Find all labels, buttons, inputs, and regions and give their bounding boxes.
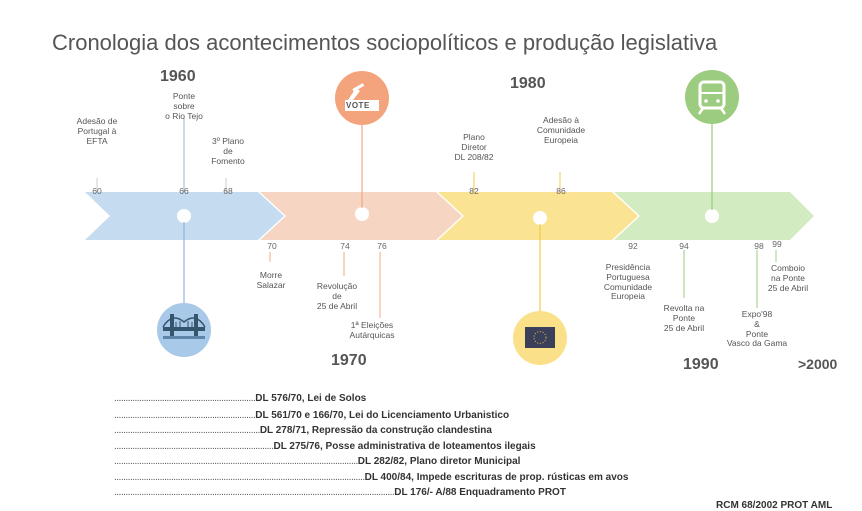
law-text: RCM 68/2002 PROT AML — [716, 500, 833, 511]
law-row: ........................................… — [114, 393, 366, 404]
law-text: DL 400/84, Impede escrituras de prop. rú… — [364, 472, 629, 483]
law-row: RCM 68/2002 PROT AML — [716, 500, 832, 511]
law-row: ........................................… — [114, 410, 509, 421]
law-row: ........................................… — [114, 425, 492, 436]
segment-dot-1980s — [533, 211, 547, 225]
law-row: ........................................… — [114, 441, 536, 452]
decade-1980: 1980 — [510, 75, 546, 92]
law-leader-dots: ........................................… — [114, 441, 274, 452]
law-leader-dots: ........................................… — [114, 456, 358, 467]
event-year-86: 86 — [556, 186, 566, 196]
event-year-60: 60 — [92, 186, 102, 196]
law-row: ........................................… — [114, 456, 520, 467]
decade-2000: >2000 — [798, 356, 838, 372]
law-text: DL 275/76, Posse administrativa de lotea… — [273, 441, 536, 452]
law-leader-dots: ........................................… — [114, 425, 260, 436]
segment-dot-1970s — [355, 207, 369, 221]
decade-1990: 1990 — [683, 356, 719, 373]
law-row: ........................................… — [114, 487, 566, 498]
event-year-74: 74 — [340, 241, 350, 251]
event-year-70: 70 — [267, 241, 277, 251]
bridge-icon — [157, 303, 211, 357]
law-leader-dots: ........................................… — [114, 410, 256, 421]
law-leader-dots: ........................................… — [114, 393, 256, 404]
event-year-68: 68 — [223, 186, 233, 196]
law-text: DL 561/70 e 166/70, Lei do Licenciamento… — [255, 410, 510, 421]
event-year-99: 99 — [772, 239, 782, 249]
event-year-76: 76 — [377, 241, 387, 251]
segment-dot-1960s — [177, 209, 191, 223]
law-leader-dots: ........................................… — [114, 472, 365, 483]
event-year-94: 94 — [679, 241, 689, 251]
vote-label: VOTE — [346, 101, 370, 110]
event-year-66: 66 — [179, 186, 189, 196]
law-text: DL 576/70, Lei de Solos — [255, 393, 367, 404]
event-year-98: 98 — [754, 241, 764, 251]
law-text: DL 278/71, Repressão da construção cland… — [259, 425, 492, 436]
law-row: ........................................… — [114, 472, 628, 483]
law-text: DL 282/82, Plano diretor Municipal — [357, 456, 521, 467]
segment-dot-1990s — [705, 209, 719, 223]
law-text: DL 176/- A/88 Enquadramento PROT — [394, 487, 566, 498]
event-year-82: 82 — [469, 186, 479, 196]
eu-flag-icon — [513, 311, 567, 365]
vote-icon — [335, 71, 389, 125]
event-year-92: 92 — [628, 241, 638, 251]
diagram-title: Cronologia dos acontecimentos sociopolít… — [52, 30, 718, 55]
decade-1970: 1970 — [331, 352, 367, 369]
law-leader-dots: ........................................… — [114, 487, 395, 498]
decade-1960: 1960 — [160, 68, 196, 85]
train-icon — [685, 70, 739, 124]
